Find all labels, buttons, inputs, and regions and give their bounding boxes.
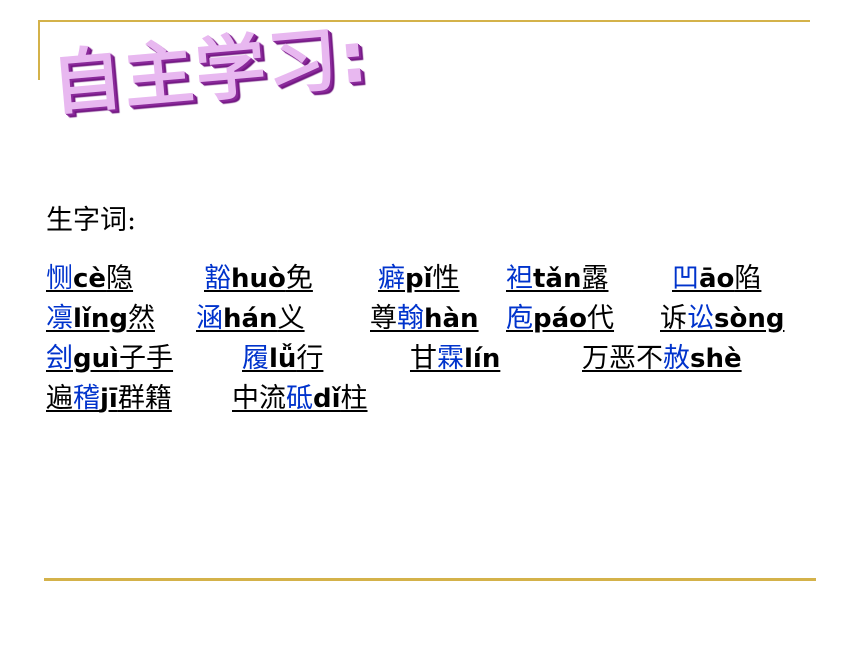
vocab-item[interactable]: 诉讼sòng	[660, 303, 785, 334]
section-label: 生字词:	[46, 205, 137, 236]
vocab-item[interactable]: 庖páo代	[506, 303, 615, 334]
vocab-item[interactable]: 甘霖lín	[410, 343, 501, 374]
vocab-item[interactable]: 凹āo陷	[672, 263, 762, 294]
left-divider	[38, 20, 40, 80]
vocab-item[interactable]: 凛lǐng然	[46, 303, 155, 334]
vocab-item[interactable]: 豁huò免	[204, 263, 313, 294]
vocab-item[interactable]: 尊翰hàn	[370, 303, 479, 334]
vocab-item[interactable]: 恻cè隐	[46, 263, 134, 294]
vocab-item[interactable]: 中流砥dǐ柱	[232, 383, 368, 414]
vocab-item[interactable]: 刽guì子手	[46, 343, 174, 374]
bottom-divider	[44, 578, 816, 581]
vocab-item[interactable]: 履lǚ行	[242, 343, 324, 374]
vocab-item[interactable]: 癖pǐ性	[378, 263, 460, 294]
vocab-item[interactable]: 遍稽jī群籍	[46, 383, 172, 414]
vocab-item[interactable]: 涵hán义	[196, 303, 305, 334]
top-divider	[38, 20, 810, 22]
vocab-item[interactable]: 万恶不赦shè	[582, 343, 742, 374]
vocab-item[interactable]: 袒tǎn露	[506, 263, 609, 294]
